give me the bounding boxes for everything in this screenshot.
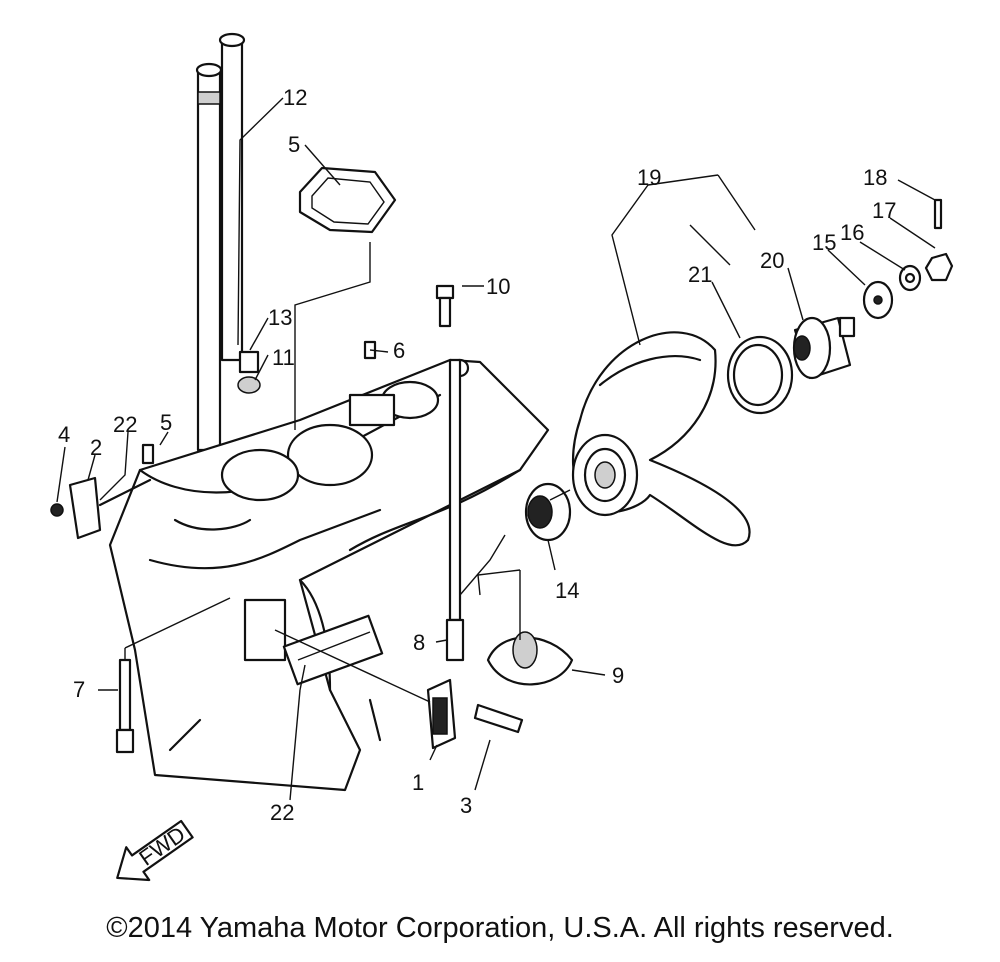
part-number-14: 14 <box>555 578 579 603</box>
trim-tab-holder <box>50 476 102 540</box>
part-number-8: 8 <box>413 630 425 655</box>
part-number-7: 7 <box>73 677 85 702</box>
part-number-4: 4 <box>58 422 70 447</box>
bushing <box>237 350 261 394</box>
propeller <box>571 331 751 547</box>
decal <box>98 478 384 686</box>
part-number-3: 3 <box>460 793 472 818</box>
part-number-1: 1 <box>412 770 424 795</box>
part-number-21: 21 <box>688 262 712 287</box>
part-number-18: 18 <box>863 165 887 190</box>
tab-bolt <box>473 703 524 734</box>
part-number-6: 6 <box>393 338 405 363</box>
part-number-12: 12 <box>283 85 307 110</box>
mount-bolt <box>115 658 135 754</box>
thrust-washer <box>524 482 572 542</box>
part-number-9: 9 <box>612 663 624 688</box>
part-numbers: 1 2 3 4 5 5 6 7 8 9 10 11 12 13 14 15 16… <box>58 85 896 825</box>
gasket <box>298 166 397 234</box>
anode <box>486 631 574 686</box>
part-number-15: 15 <box>812 230 836 255</box>
part-number-19: 19 <box>637 165 661 190</box>
part-number-22b: 22 <box>270 800 294 825</box>
part-number-22a: 22 <box>113 412 137 437</box>
bolt <box>435 284 455 328</box>
forward-arrow: FWD <box>116 819 194 882</box>
cotter-pin <box>933 198 943 230</box>
part-number-10: 10 <box>486 274 510 299</box>
part-number-17: 17 <box>872 198 896 223</box>
long-bolt <box>445 358 465 662</box>
drive-shaft <box>195 32 246 452</box>
propeller-hub <box>792 316 856 380</box>
leader-lines <box>56 97 936 801</box>
copyright-notice: ©2014 Yamaha Motor Corporation, U.S.A. A… <box>106 912 894 944</box>
nut <box>924 252 954 282</box>
lower-unit-exploded-diagram: FWD 1 2 3 4 5 5 6 7 8 9 10 11 12 13 14 1… <box>50 32 954 882</box>
spacer <box>726 335 794 415</box>
part-number-5b: 5 <box>160 410 172 435</box>
part-number-5a: 5 <box>288 132 300 157</box>
trim-tab <box>426 678 457 750</box>
part-number-2: 2 <box>90 435 102 460</box>
part-number-16: 16 <box>840 220 864 245</box>
part-number-11: 11 <box>272 345 295 370</box>
washer <box>862 280 894 320</box>
part-number-20: 20 <box>760 248 784 273</box>
spacer-washer <box>898 264 922 292</box>
part-number-13: 13 <box>268 305 292 330</box>
